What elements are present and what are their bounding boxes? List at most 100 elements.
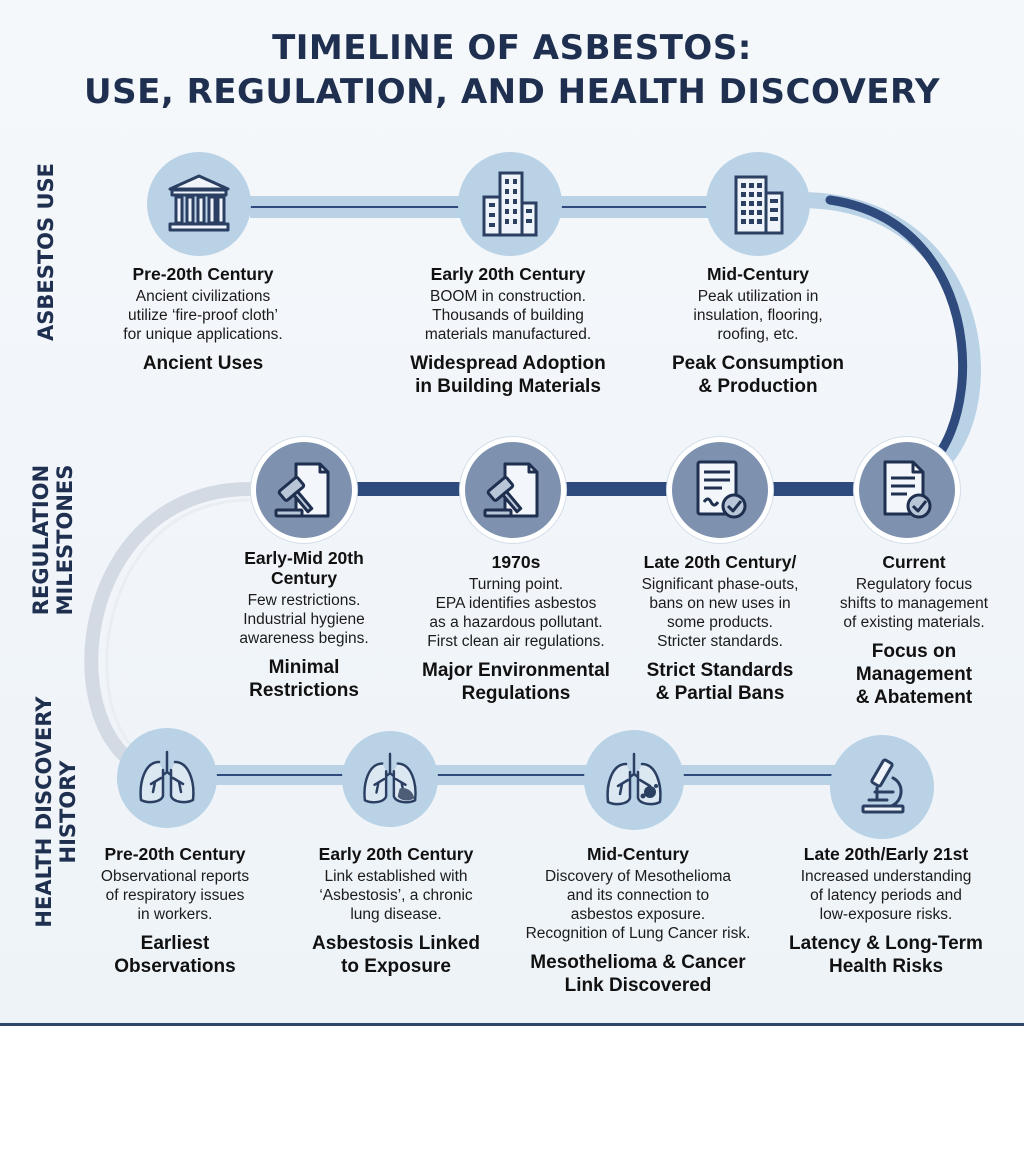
milestone-description: Peak utilization in insulation, flooring… <box>640 287 876 344</box>
description-line: Industrial hygiene <box>243 611 365 628</box>
connector-reg-3 <box>770 482 865 496</box>
heading-line: Regulations <box>461 683 571 704</box>
milestone-heading: Earliest Observations <box>62 932 288 978</box>
row-label-regulation-line1: REGULATION <box>29 464 53 616</box>
milestone-description: Link established with ‘Asbestosis’, a ch… <box>286 867 506 924</box>
description-line: awareness begins. <box>239 630 369 647</box>
description-line: EPA identifies asbestos <box>435 595 597 612</box>
heading-line: & Production <box>698 376 818 397</box>
era-line: Early-Mid 20th Century <box>244 548 364 588</box>
description-line: Peak utilization in <box>697 288 819 305</box>
page-title: TIMELINE OF ASBESTOS: USE, REGULATION, A… <box>0 26 1024 114</box>
gavel-document-icon-circle-2 <box>460 437 566 543</box>
gavel-document-icon <box>274 462 330 518</box>
document-check-icon-circle <box>854 437 960 543</box>
description-line: Increased understanding <box>800 868 972 885</box>
milestone-card-use-ancient: Pre-20th Century Ancient civilizations u… <box>75 264 331 375</box>
building-icon-circle <box>458 152 562 256</box>
milestone-era: 1970s <box>491 552 541 572</box>
description-line: insulation, flooring, <box>693 307 823 324</box>
lungs-tumor-icon-circle <box>584 730 684 830</box>
milestone-era: Early 20th Century <box>318 844 474 864</box>
description-line: BOOM in construction. <box>430 288 586 305</box>
row-label-regulation: REGULATION MILESTONES <box>29 465 77 616</box>
description-line: Stricter standards. <box>657 633 783 650</box>
heading-line: Link Discovered <box>564 975 712 996</box>
heading-line: Widespread Adoption <box>410 353 606 374</box>
heading-line: Peak Consumption <box>671 353 845 374</box>
milestone-description: Regulatory focus shifts to management of… <box>816 575 1012 632</box>
milestone-card-use-peak: Mid-Century Peak utilization in insulati… <box>640 264 876 398</box>
description-line: materials manufactured. <box>424 326 592 343</box>
office-tower-icon <box>734 175 784 235</box>
milestone-description: Ancient civilizations utilize ‘fire-proo… <box>75 287 331 344</box>
heading-line: Major Environmental <box>422 660 610 681</box>
lungs-icon <box>139 750 195 804</box>
certificate-check-icon <box>696 460 747 519</box>
milestone-description: Few restrictions. Industrial hygiene awa… <box>190 591 418 648</box>
description-line: Few restrictions. <box>247 592 361 609</box>
heading-line: Focus on <box>871 641 957 662</box>
microscope-icon-circle <box>830 735 934 839</box>
row-label-use-text: ASBESTOS USE <box>34 163 58 341</box>
description-line: and its connection to <box>566 887 710 904</box>
milestone-card-reg-current: Current Regulatory focus shifts to manag… <box>816 552 1012 709</box>
milestone-heading: Ancient Uses <box>75 352 331 375</box>
milestone-era: Pre-20th Century <box>132 264 274 284</box>
office-tower-icon-circle <box>706 152 810 256</box>
heading-line: Management <box>855 664 973 685</box>
microscope-icon <box>861 758 905 814</box>
document-check-icon <box>883 460 932 519</box>
description-line: Thousands of building <box>432 307 584 324</box>
description-line: as a hazardous pollutant. <box>429 614 603 631</box>
connector-reg-1 <box>350 482 465 496</box>
temple-icon <box>168 174 230 232</box>
description-line: some products. <box>667 614 773 631</box>
lungs-tumor-icon <box>606 752 662 806</box>
description-line: Link established with <box>324 868 468 885</box>
milestone-card-reg-strict: Late 20th Century/ Significant phase-out… <box>620 552 820 705</box>
milestone-card-health-mesothelioma: Mid-Century Discovery of Mesothelioma an… <box>500 844 776 997</box>
description-line: of existing materials. <box>843 614 985 631</box>
heading-line: & Partial Bans <box>655 683 785 704</box>
milestone-era: Pre-20th Century <box>104 844 246 864</box>
heading-line: Asbestosis Linked <box>312 933 480 954</box>
milestone-heading: Focus on Management & Abatement <box>816 640 1012 709</box>
description-line: Observational reports <box>100 868 250 885</box>
description-line: First clean air regulations. <box>427 633 605 650</box>
lungs-damaged-icon-circle <box>342 731 438 827</box>
heading-line: Health Risks <box>828 956 944 977</box>
description-line: Regulatory focus <box>855 576 973 593</box>
milestone-heading: Strict Standards & Partial Bans <box>620 659 820 705</box>
description-line: bans on new uses in <box>649 595 791 612</box>
description-line: Discovery of Mesothelioma <box>544 868 732 885</box>
description-line: of latency periods and <box>810 887 962 904</box>
description-line: lung disease. <box>350 906 442 923</box>
milestone-card-reg-major: 1970s Turning point. EPA identifies asbe… <box>398 552 634 705</box>
heading-line: in Building Materials <box>415 376 601 397</box>
heading-line: Latency & Long-Term <box>789 933 983 954</box>
description-line: utilize ‘fire-proof cloth’ <box>128 307 278 324</box>
gavel-document-icon <box>483 462 539 518</box>
milestone-heading: Widespread Adoption in Building Material… <box>380 352 636 398</box>
heading-line: Strict Standards <box>646 660 794 681</box>
milestone-card-reg-minimal: Early-Mid 20th Century Few restrictions.… <box>190 548 418 702</box>
description-line: Recognition of Lung Cancer risk. <box>525 925 751 942</box>
connector-reg-2 <box>560 482 675 496</box>
milestone-card-use-widespread: Early 20th Century BOOM in construction.… <box>380 264 636 398</box>
description-line: asbestos exposure. <box>570 906 706 923</box>
heading-line: Earliest <box>140 933 210 954</box>
lungs-icon-circle <box>117 728 217 828</box>
timeline-track <box>84 192 981 785</box>
heading-line: Mesothelioma & Cancer <box>530 952 746 973</box>
milestone-heading: Mesothelioma & Cancer Link Discovered <box>500 951 776 997</box>
row-label-regulation-line2: MILESTONES <box>53 464 77 616</box>
description-line: low-exposure risks. <box>819 906 953 923</box>
heading-line: Minimal <box>268 657 340 678</box>
description-line: shifts to management <box>839 595 989 612</box>
milestone-description: Increased understanding of latency perio… <box>772 867 1000 924</box>
milestone-description: Observational reports of respiratory iss… <box>62 867 288 924</box>
description-line: Ancient civilizations <box>135 288 271 305</box>
description-line: Significant phase-outs, <box>641 576 799 593</box>
description-line: of respiratory issues <box>105 887 245 904</box>
